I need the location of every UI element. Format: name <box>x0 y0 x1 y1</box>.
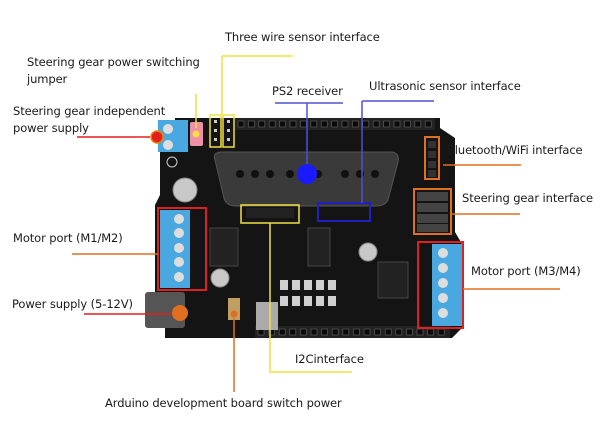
header-pin <box>310 328 318 336</box>
top-header-pins <box>237 120 432 128</box>
label-motor-m1m2: Motor port (M1/M2) <box>13 231 123 245</box>
label-servo-power-line1: Steering gear independent <box>13 104 166 118</box>
header-pin <box>437 328 445 336</box>
label-ultrasonic: Ultrasonic sensor interface <box>369 79 521 93</box>
header-pin <box>363 328 371 336</box>
label-i2c-interface: I2Cinterface <box>295 352 364 366</box>
m3m4-screws <box>438 248 448 318</box>
chip-2 <box>307 227 331 267</box>
label-steering-gear-interface: Steering gear interface <box>462 191 593 205</box>
capacitor <box>172 177 198 203</box>
header-pin <box>331 120 338 128</box>
header-pin <box>268 120 276 128</box>
label-ps2-receiver: PS2 receiver <box>272 84 343 98</box>
header-pin <box>320 120 328 128</box>
ps2-marker <box>297 164 317 184</box>
servo-power-marker <box>150 130 164 144</box>
label-servo-jumper-line2: jumper <box>27 72 68 86</box>
capacitor <box>358 242 378 262</box>
label-motor-m3m4: Motor port (M3/M4) <box>471 264 581 278</box>
screw <box>163 140 173 150</box>
header-pin <box>404 120 411 128</box>
power-supply-marker <box>172 305 188 321</box>
header-pin <box>414 120 422 128</box>
label-arduino-switch-power: Arduino development board switch power <box>105 396 342 410</box>
label-three-wire-sensor: Three wire sensor interface <box>225 30 380 44</box>
header-pin <box>352 120 359 128</box>
servo-jumper-marker <box>192 130 200 138</box>
header-pin <box>289 328 297 336</box>
m1m2-screws <box>174 214 184 282</box>
three-wire-box-1 <box>209 114 222 148</box>
label-servo-jumper-line1: Steering gear power switching <box>27 55 200 69</box>
header-pin <box>383 120 390 128</box>
leader-i2c <box>269 223 352 373</box>
label-bluetooth-wifi: Bluetooth/WiFi interface <box>447 143 583 157</box>
screw <box>163 124 173 134</box>
header-pin <box>300 120 307 128</box>
header-pin <box>424 120 432 128</box>
header-pin <box>353 328 360 336</box>
servo-pins <box>417 192 448 232</box>
chip-1 <box>209 227 239 267</box>
plus-5v-symbol <box>166 156 178 168</box>
header-pin <box>310 120 318 128</box>
header-pin <box>279 120 286 128</box>
header-pin <box>258 120 266 128</box>
header-pin <box>278 328 286 336</box>
motor-m3m4-box <box>417 241 464 329</box>
header-pin <box>342 328 350 336</box>
servo-header-box <box>413 188 452 235</box>
header-pin <box>321 328 328 336</box>
motor-m1m2-box <box>157 207 207 291</box>
header-pin <box>248 120 255 128</box>
ultrasonic-box <box>317 202 371 222</box>
header-pin <box>384 328 392 336</box>
chip-3 <box>377 261 409 299</box>
label-power-supply: Power supply (5-12V) <box>12 297 133 311</box>
header-pin <box>362 120 370 128</box>
header-pin <box>374 328 381 336</box>
header-pin <box>395 328 403 336</box>
header-pin <box>372 120 380 128</box>
header-pin <box>331 328 339 336</box>
i2c-header <box>246 208 294 218</box>
header-pin <box>427 328 434 336</box>
leader-lines <box>72 55 560 392</box>
smd-components <box>280 280 336 306</box>
header-pin <box>341 120 349 128</box>
regulator <box>256 302 278 330</box>
bt-pins <box>428 141 436 177</box>
three-wire-box-2 <box>222 114 235 148</box>
capacitor <box>210 268 230 288</box>
header-pin <box>300 328 307 336</box>
three-wire-pins <box>214 120 230 141</box>
header-pin <box>406 328 413 336</box>
vin-switch-marker <box>230 310 238 318</box>
header-pin <box>393 120 401 128</box>
header-pin <box>237 120 245 128</box>
bluetooth-box <box>424 136 440 180</box>
header-pin <box>416 328 424 336</box>
label-servo-power-line2: power supply <box>13 121 89 135</box>
header-pin <box>289 120 297 128</box>
